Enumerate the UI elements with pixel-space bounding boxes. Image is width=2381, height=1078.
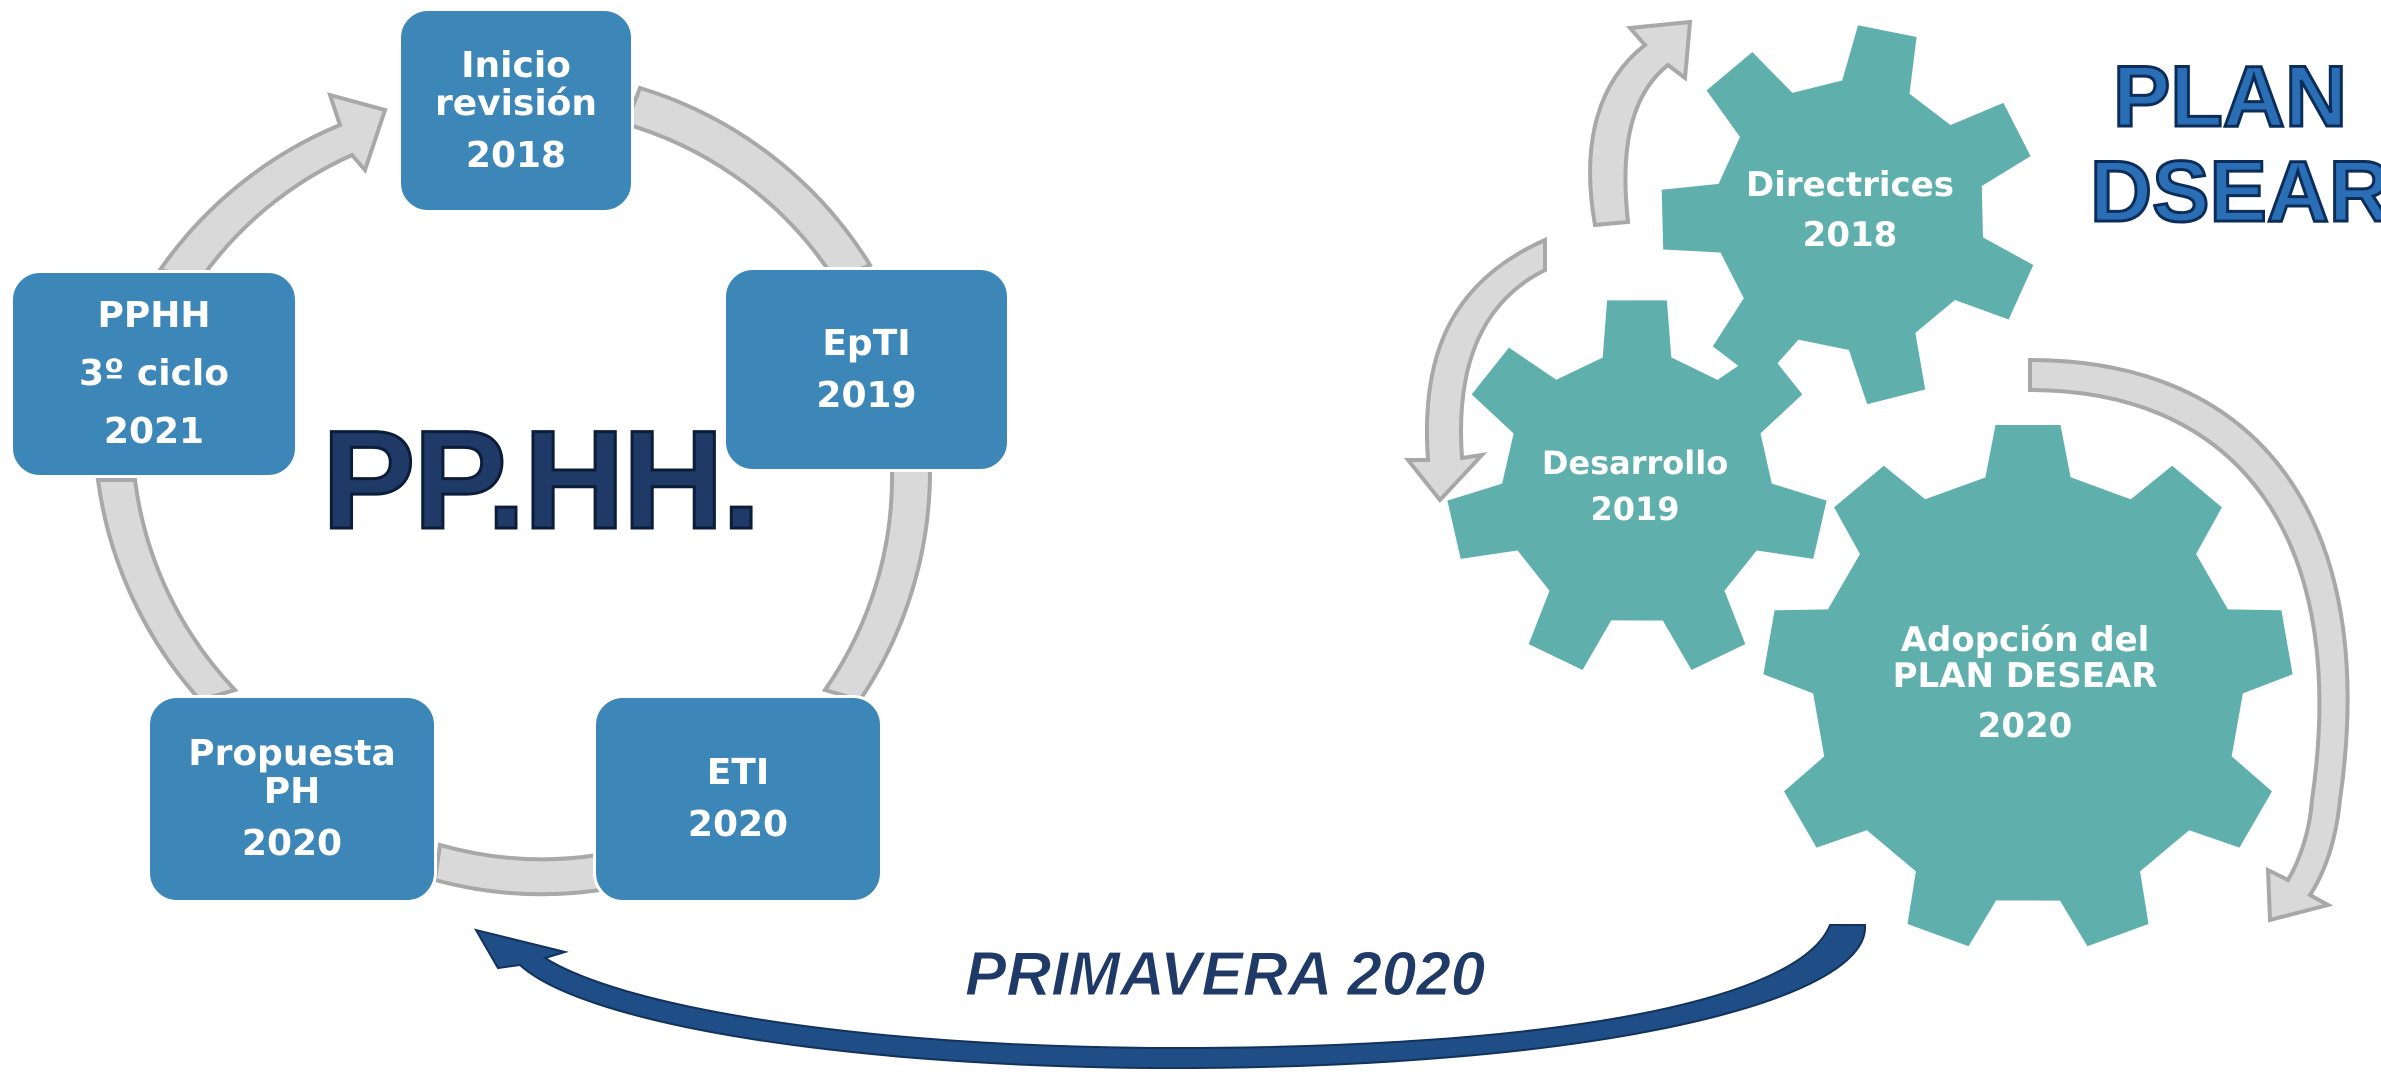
gear-desarrollo	[1447, 300, 1827, 670]
connector-arrow	[473, 924, 1867, 1070]
step-epti: EpTI 2019	[723, 267, 1010, 472]
arrow-up-top	[1588, 19, 1693, 228]
step-propuesta-line2: PH	[263, 771, 321, 812]
arrow-left-down	[1403, 236, 1547, 504]
step-inicio-line2: revisión	[434, 82, 598, 124]
step-pphh-line1: PPHH	[97, 295, 211, 336]
gear-adopcion-year: 2020	[1977, 706, 2073, 746]
pphh-title: PP.HH.	[321, 401, 763, 558]
step-pphh-line2: 3º ciclo	[79, 353, 229, 394]
step-propuesta-year: 2020	[241, 823, 343, 864]
connector-arrow-body	[473, 924, 1867, 1070]
connector-label: PRIMAVERA 2020	[964, 940, 1486, 1010]
step-eti-year: 2020	[687, 804, 789, 845]
plan-dsear-line1: PLAN	[2111, 48, 2348, 146]
ring-arc-left	[95, 478, 239, 703]
arrow-right-down	[2028, 357, 2350, 923]
gear-desarrollo-line1: Desarrollo	[1541, 444, 1729, 482]
gear-directrices-line1: Directrices	[1746, 165, 1954, 205]
gear-directrices	[1661, 25, 2034, 405]
gear-arrows	[1403, 19, 2350, 923]
step-epti-line1: EpTI	[822, 322, 911, 364]
step-inicio-revision: Inicio revisión 2018	[398, 8, 634, 213]
ring-arc-top-right	[623, 85, 873, 283]
step-inicio-year: 2018	[465, 134, 567, 176]
gear-desarrollo-label: Desarrollo 2019	[1485, 440, 1785, 532]
gear-directrices-year: 2018	[1802, 215, 1898, 255]
gear-adopcion-label: Adopción del PLAN DESEAR 2020	[1860, 622, 2190, 744]
plan-dsear-line2: DSEAR	[2089, 143, 2381, 241]
gear-desarrollo-year: 2019	[1590, 490, 1680, 528]
step-epti-year: 2019	[816, 374, 917, 416]
step-pphh-3-ciclo: PPHH 3º ciclo 2021	[10, 270, 298, 478]
ring-arc-top-left	[156, 92, 388, 283]
ring-arc-right	[821, 468, 933, 703]
gears	[1447, 25, 2293, 947]
step-eti: ETI 2020	[593, 695, 883, 903]
step-pphh-year: 2021	[103, 411, 205, 452]
step-eti-line1: ETI	[706, 752, 770, 793]
ring-arc-bottom	[432, 842, 603, 897]
step-inicio-line1: Inicio	[461, 44, 571, 86]
cycle-ring	[95, 85, 933, 897]
gear-adopcion	[1763, 425, 2293, 947]
gear-adopcion-line2: PLAN DESEAR	[1892, 656, 2158, 696]
step-propuesta-ph: Propuesta PH 2020	[147, 695, 437, 903]
gear-adopcion-line1: Adopción del	[1900, 620, 2150, 660]
step-propuesta-line1: Propuesta	[188, 733, 396, 774]
gear-directrices-label: Directrices 2018	[1700, 160, 2000, 260]
plan-dsear-title: PLAN DSEAR	[2089, 48, 2381, 241]
